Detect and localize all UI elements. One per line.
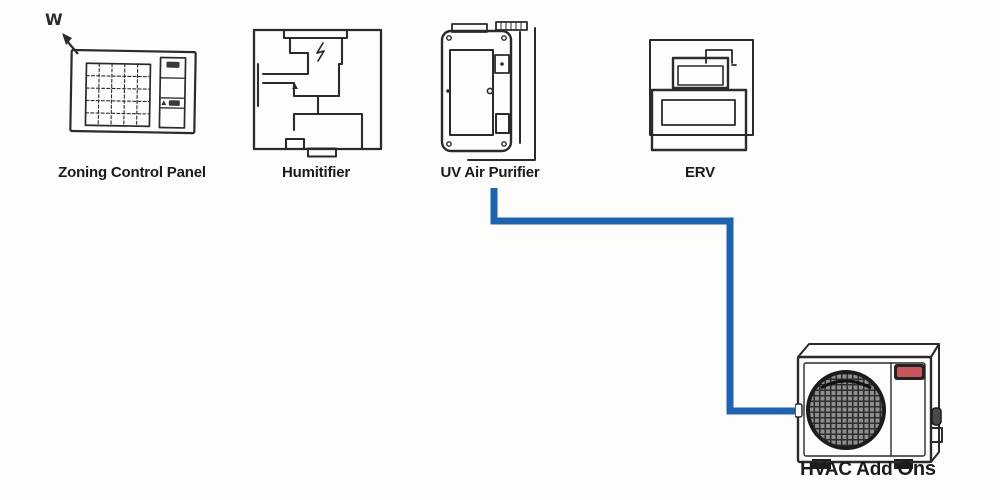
unit-foot-right: [894, 459, 913, 469]
hvac-unit-illustration: [795, 343, 943, 469]
pipe-inlet-cap: [795, 403, 803, 418]
label-humidifier: Humitifier: [281, 164, 350, 181]
panel-arrow-mark: [161, 100, 167, 106]
brand-badge: [897, 367, 922, 377]
erv-illustration: [649, 39, 754, 152]
label-uv-air-purifier: UV Air Purifier: [440, 164, 540, 181]
humidifier-illustration: [252, 28, 383, 158]
unit-foot-left: [812, 459, 831, 469]
watermark-w: W: [45, 10, 63, 29]
label-erv: ERV: [685, 164, 715, 181]
panel-button-top: [166, 61, 180, 68]
connector-line: [490, 188, 795, 415]
zoning-control-panel-illustration: [69, 48, 197, 135]
label-hvac-add: HVAC Add: [800, 459, 893, 480]
lightning-mark: [316, 42, 325, 62]
cursor-arrow-icon: [62, 33, 79, 55]
arrow-tick: [292, 83, 298, 89]
fan-grille: [806, 370, 886, 450]
label-zoning-control-panel: Zoning Control Panel: [58, 164, 206, 181]
label-hvac-ons: Ons: [897, 458, 936, 480]
panel-button-mid: [168, 100, 180, 106]
side-handle: [931, 407, 942, 426]
uv-air-purifier-illustration: [440, 21, 536, 161]
